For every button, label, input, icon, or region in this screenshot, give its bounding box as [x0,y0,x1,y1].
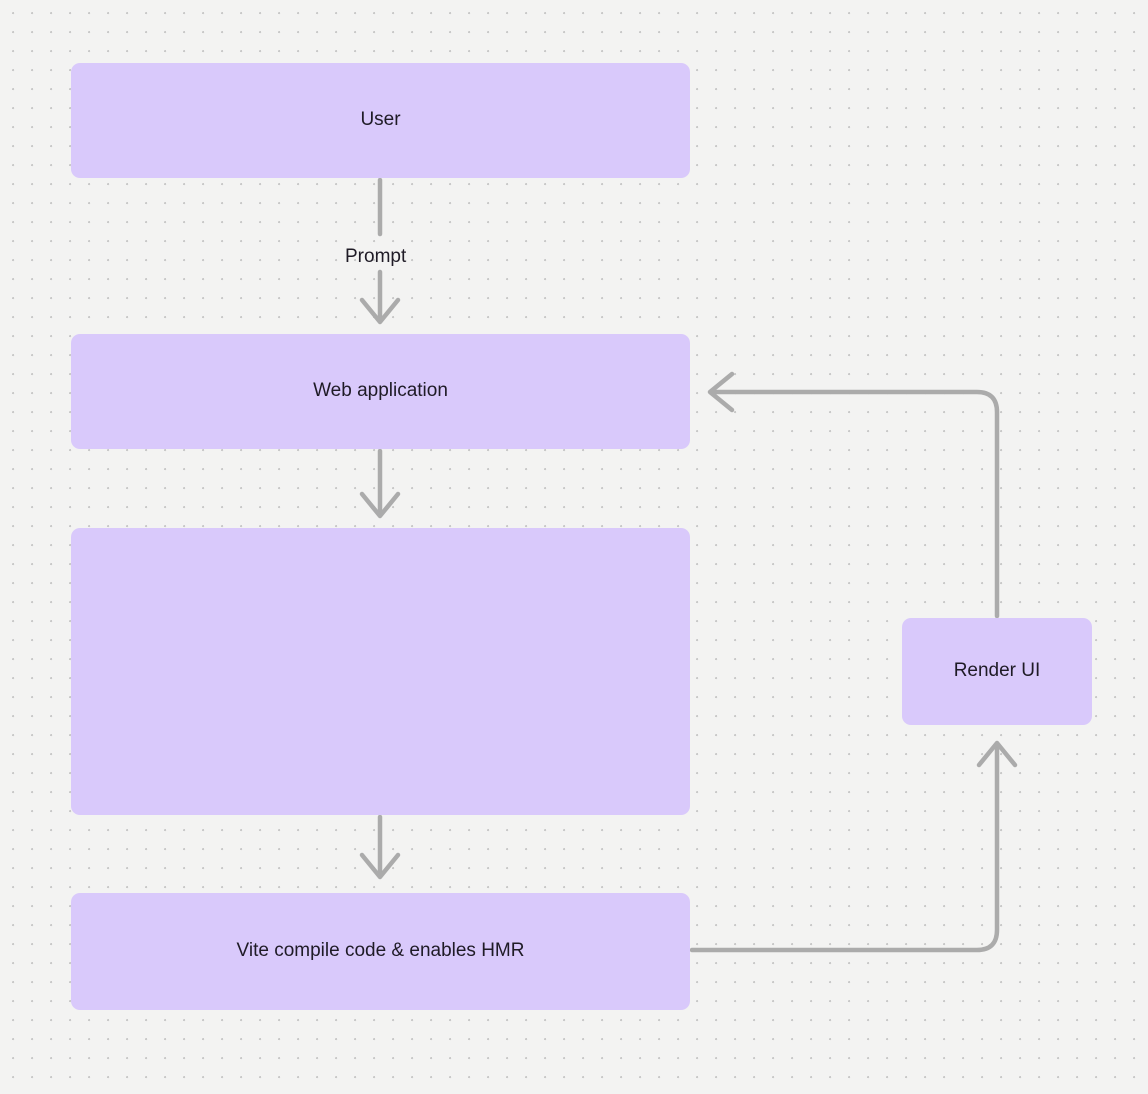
node-user-label: User [360,109,401,131]
edge-vite-to-render-ui [689,740,1018,953]
node-web-application[interactable]: Web application [71,334,690,449]
node-user[interactable]: User [71,63,690,178]
node-vite-compile[interactable]: Vite compile code & enables HMR [71,893,690,1010]
node-render-ui[interactable]: Render UI [902,618,1092,725]
node-reusable-react-components[interactable]: HTML = structure CSS = Styles & Layouts … [71,528,690,815]
node-vite-compile-label: Vite compile code & enables HMR [236,940,525,962]
edge-label-prompt: Prompt [345,246,407,267]
node-web-application-label: Web application [313,380,448,402]
edge-components-to-vite [359,814,401,880]
node-render-ui-label: Render UI [953,660,1041,682]
edge-render-ui-to-web-app [707,371,1000,619]
edge-web-app-to-components [359,448,401,519]
